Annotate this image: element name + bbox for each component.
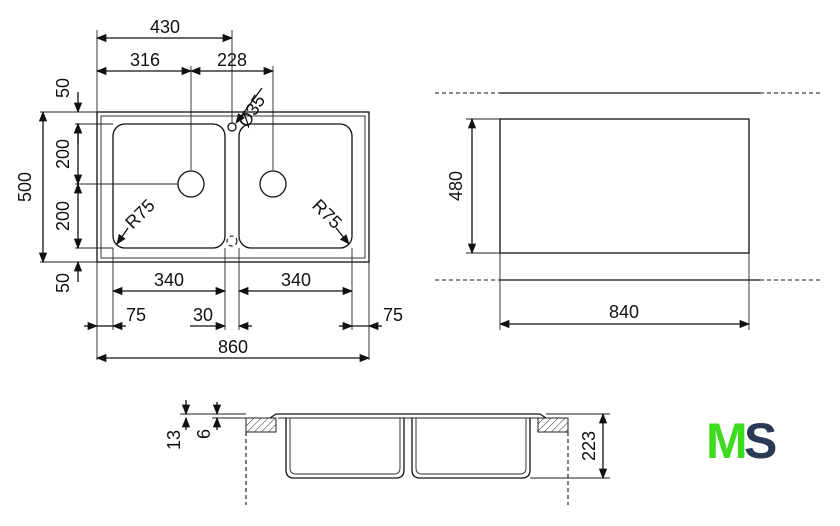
ms-logo: M S (706, 413, 777, 469)
sink-rim (269, 413, 547, 419)
dim-200-lower: 200 (53, 201, 73, 231)
left-bowl (112, 123, 226, 249)
right-bowl (238, 123, 353, 249)
left-drain (177, 170, 205, 198)
countertop-left (245, 417, 277, 433)
logo-letter-s: S (744, 413, 777, 469)
sink-inner-outline (100, 115, 366, 259)
cutout-rect (499, 118, 750, 254)
countertop-right (537, 417, 569, 433)
section-right-bowl (411, 418, 531, 479)
dim-316: 316 (130, 50, 160, 70)
dim-75-right: 75 (383, 305, 403, 325)
cutout-view: 480 840 (435, 92, 820, 330)
top-view: 430 316 228 Ø35 500 50 200 200 50 R75 R7… (15, 17, 403, 363)
dim-tap-hole: Ø35 (234, 91, 269, 130)
sink-outline (96, 111, 370, 263)
dim-200-upper: 200 (53, 139, 73, 169)
dim-13: 13 (164, 430, 184, 450)
dim-6: 6 (194, 429, 214, 439)
dim-500: 500 (15, 172, 35, 202)
dim-223: 223 (579, 431, 599, 461)
dim-860: 860 (218, 337, 248, 357)
dim-480: 480 (446, 171, 466, 201)
dim-340-left: 340 (154, 270, 184, 290)
dim-50-bottom: 50 (53, 273, 73, 293)
section-view: 13 6 223 (164, 400, 610, 505)
logo-letter-m: M (706, 413, 748, 469)
overflow (226, 235, 238, 247)
dim-50-top: 50 (53, 78, 73, 98)
dim-430: 430 (150, 17, 180, 37)
dim-340-right: 340 (281, 270, 311, 290)
tap-hole (227, 122, 237, 132)
dim-radius-left: R75 (121, 195, 158, 232)
dim-30: 30 (193, 305, 213, 325)
dim-radius-right: R75 (308, 195, 345, 232)
dim-228: 228 (217, 50, 247, 70)
dim-840: 840 (609, 302, 639, 322)
section-left-bowl (285, 418, 405, 479)
dim-75-left: 75 (126, 305, 146, 325)
right-drain (259, 170, 287, 198)
